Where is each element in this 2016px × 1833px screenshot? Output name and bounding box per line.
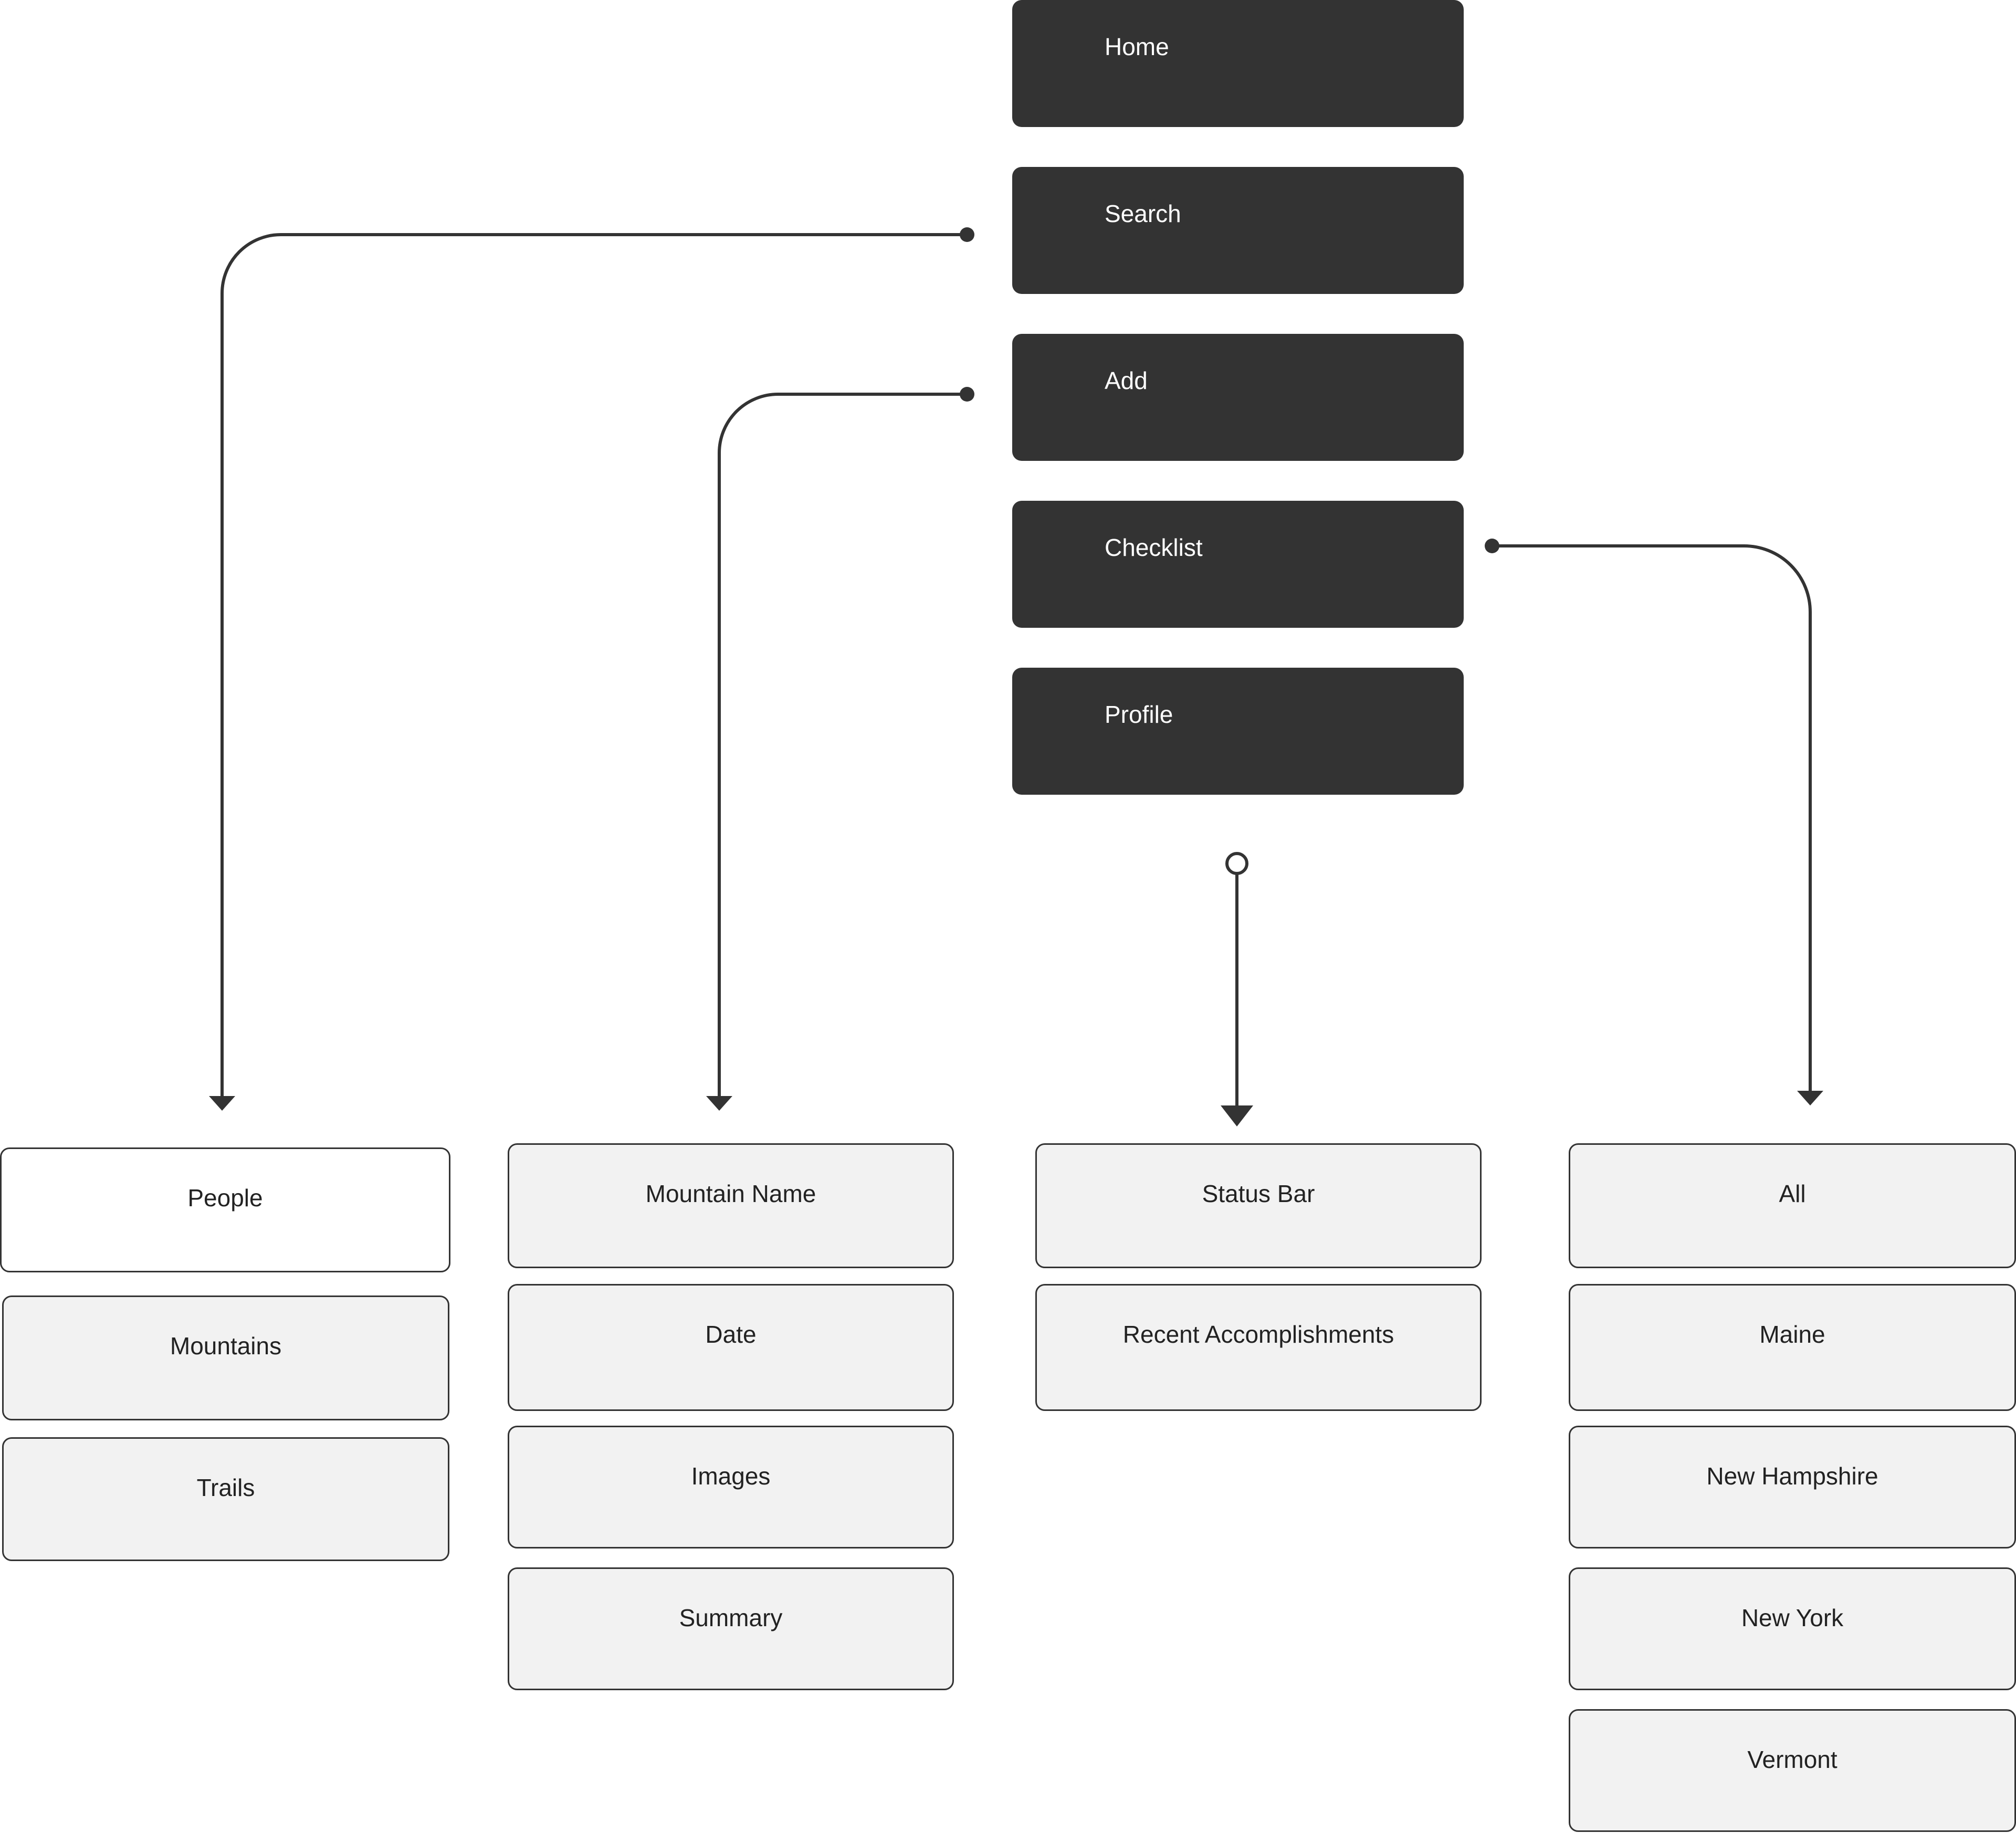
nav-profile-label: Profile xyxy=(1105,701,1173,728)
nav-profile-box[interactable]: Profile xyxy=(1012,668,1464,795)
add-mountain-name-label: Mountain Name xyxy=(645,1180,816,1207)
profile-status-bar-label: Status Bar xyxy=(1202,1180,1315,1207)
profile-recent-accomplishments-label: Recent Accomplishments xyxy=(1122,1321,1394,1348)
profile-recent-accomplishments-box[interactable]: Recent Accomplishments xyxy=(1035,1284,1482,1411)
checklist-new-york-box[interactable]: New York xyxy=(1569,1567,2016,1690)
checklist-maine-label: Maine xyxy=(1759,1321,1825,1348)
add-date-label: Date xyxy=(705,1321,757,1348)
checklist-all-label: All xyxy=(1779,1180,1806,1207)
connector-checklist-start-dot xyxy=(1485,539,1499,553)
add-images-label: Images xyxy=(691,1462,771,1490)
search-people-box[interactable]: People xyxy=(0,1147,450,1272)
nav-search-label: Search xyxy=(1105,200,1181,227)
connector-add-start-dot xyxy=(960,387,974,402)
search-trails-box[interactable]: Trails xyxy=(2,1437,449,1561)
connector-profile-start-ring xyxy=(1225,852,1248,875)
nav-add-label: Add xyxy=(1105,367,1148,394)
profile-status-bar-box[interactable]: Status Bar xyxy=(1035,1143,1482,1268)
search-mountains-box[interactable]: Mountains xyxy=(2,1295,449,1420)
nav-add-box[interactable]: Add xyxy=(1012,334,1464,461)
checklist-maine-box[interactable]: Maine xyxy=(1569,1284,2016,1411)
connector-search-arrowhead xyxy=(209,1096,235,1111)
connector-checklist-arrowhead xyxy=(1797,1091,1823,1105)
add-images-box[interactable]: Images xyxy=(508,1426,954,1548)
add-summary-box[interactable]: Summary xyxy=(508,1567,954,1690)
nav-checklist-box[interactable]: Checklist xyxy=(1012,501,1464,628)
checklist-vermont-box[interactable]: Vermont xyxy=(1569,1709,2016,1832)
nav-home-box[interactable]: Home xyxy=(1012,0,1464,127)
checklist-all-box[interactable]: All xyxy=(1569,1143,2016,1268)
connector-profile-arrowhead xyxy=(1221,1105,1253,1126)
connector-add-to-details xyxy=(718,393,967,1098)
add-summary-label: Summary xyxy=(679,1604,783,1631)
checklist-new-hampshire-label: New Hampshire xyxy=(1706,1462,1878,1490)
nav-search-box[interactable]: Search xyxy=(1012,167,1464,294)
connector-checklist-to-states xyxy=(1492,544,1812,1093)
connector-search-to-people xyxy=(220,233,967,1098)
search-mountains-label: Mountains xyxy=(170,1332,282,1360)
connector-search-start-dot xyxy=(960,227,974,242)
add-date-box[interactable]: Date xyxy=(508,1284,954,1411)
checklist-vermont-label: Vermont xyxy=(1747,1746,1838,1773)
connector-add-arrowhead xyxy=(706,1096,732,1111)
checklist-new-york-label: New York xyxy=(1741,1604,1844,1631)
checklist-new-hampshire-box[interactable]: New Hampshire xyxy=(1569,1426,2016,1548)
add-mountain-name-box[interactable]: Mountain Name xyxy=(508,1143,954,1268)
search-trails-label: Trails xyxy=(196,1474,255,1501)
nav-checklist-label: Checklist xyxy=(1105,534,1203,561)
search-people-label: People xyxy=(187,1184,263,1212)
nav-home-label: Home xyxy=(1105,33,1169,60)
